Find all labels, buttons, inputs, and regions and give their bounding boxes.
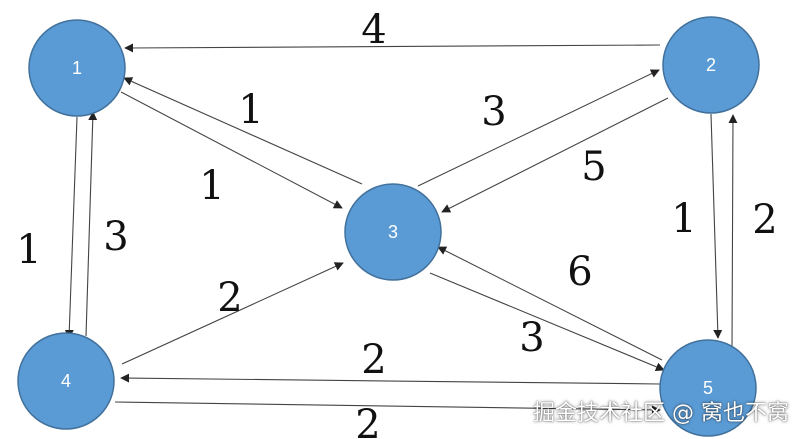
edge-2-to-3	[441, 97, 669, 213]
weight-label-5-to-3: 6	[567, 249, 592, 295]
weight-label-4-to-5: 2	[355, 402, 380, 439]
node-circle-4	[17, 332, 115, 430]
edge-4-to-5	[114, 401, 661, 415]
edge-4-to-1	[85, 111, 98, 337]
weight-label-5-to-4: 2	[361, 337, 386, 383]
edge-1-to-3	[120, 91, 343, 209]
node-circle-5	[659, 339, 757, 437]
node-5: 5	[659, 339, 757, 437]
weight-label-3-to-2: 3	[481, 89, 506, 135]
weight-label-2-to-3: 5	[581, 144, 606, 190]
weight-label-5-to-2: 2	[752, 197, 777, 243]
node-label-4: 4	[61, 371, 71, 391]
weight-label-2-to-5: 1	[671, 196, 696, 242]
node-label-5: 5	[703, 378, 713, 398]
weight-label-1-to-4: 1	[16, 227, 41, 273]
weight-label-3-to-5: 3	[519, 315, 544, 361]
edge-2-to-5	[710, 113, 723, 339]
edge-3-to-1	[123, 77, 363, 185]
edge-4-to-3	[121, 262, 344, 365]
node-4: 4	[17, 332, 115, 430]
node-label-1: 1	[72, 58, 82, 78]
weight-label-4-to-1: 3	[103, 214, 128, 260]
weight-label-3-to-1: 1	[238, 87, 263, 133]
weight-label-2-to-1: 4	[361, 7, 386, 53]
weight-label-4-to-3: 2	[217, 275, 242, 321]
edge-5-to-2	[728, 114, 738, 351]
node-1: 1	[28, 19, 126, 117]
node-circle-2	[662, 16, 760, 114]
node-circle-3	[344, 183, 442, 281]
node-label-2: 2	[706, 55, 716, 75]
node-label-3: 3	[388, 222, 398, 242]
edge-5-to-4	[120, 373, 661, 385]
node-3: 3	[344, 183, 442, 281]
edge-1-to-4	[64, 116, 78, 339]
node-2: 2	[662, 16, 760, 114]
edge-3-to-5	[429, 272, 665, 372]
watermark-text: 掘金技术社区 @ 窝也不窝	[533, 401, 789, 426]
weight-label-1-to-3: 1	[199, 163, 224, 209]
edge-3-to-2	[417, 69, 660, 187]
edge-5-to-3	[437, 246, 663, 361]
edge-2-to-1	[124, 43, 661, 53]
node-circle-1	[28, 19, 126, 117]
